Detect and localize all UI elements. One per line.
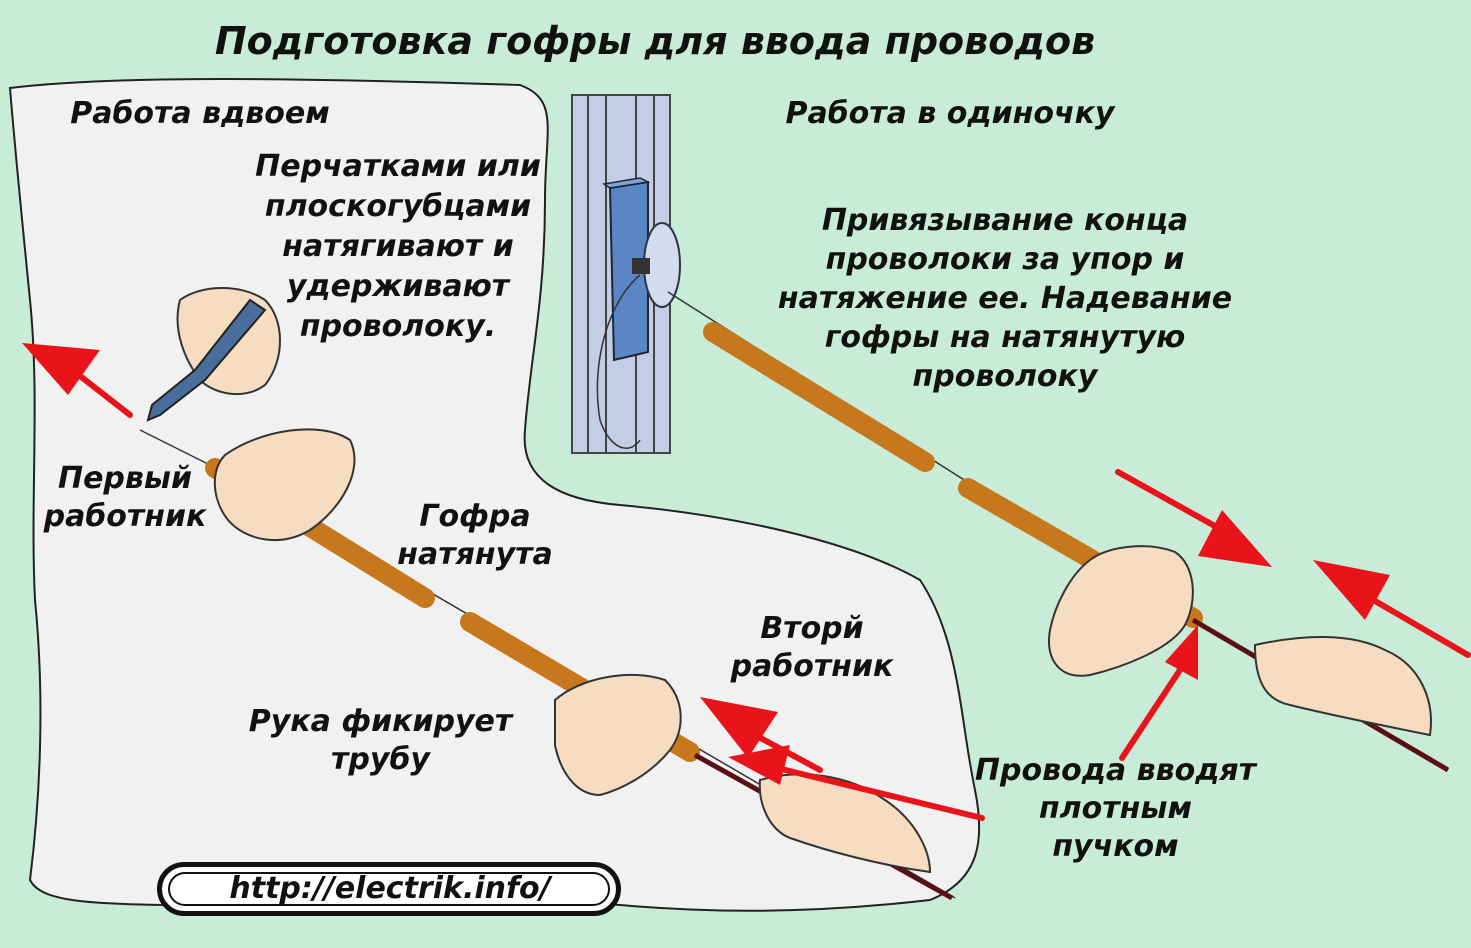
hand-fixes-label: Рука фикирует трубу (228, 703, 533, 779)
url-badge-inner (168, 872, 610, 906)
pliers-note-line: плоскогубцами (264, 189, 532, 224)
right-description: Привязывание конца проволоки за упор и н… (745, 201, 1265, 396)
second-worker-label: Вторй работник (712, 610, 912, 686)
corrugation-tensioned-line: натянута (397, 537, 553, 572)
arrowhead (1165, 625, 1198, 680)
right-description-line: проволоку (912, 359, 1098, 394)
arrow-wires-in-right (1119, 667, 1183, 761)
first-worker-line: работник (43, 499, 207, 534)
hand-fixes-line: Рука фикирует (248, 704, 513, 739)
right-description-line: Привязывание конца (821, 203, 1189, 238)
url-badge (157, 862, 621, 916)
hand-right-feeding-wires (1253, 636, 1432, 737)
wires-note-line: плотным (1038, 791, 1193, 826)
hand-second-worker (554, 673, 682, 797)
left-panel-heading: Работа вдвоем (70, 96, 330, 131)
pull-arrow-left (72, 369, 133, 418)
arrow-wires-in-left (762, 762, 985, 821)
hand-fixes-line: трубу (331, 742, 430, 777)
corrugation-tensioned-label: Гофра натянута (380, 498, 570, 574)
corrugated-pipe-right-1 (703, 322, 935, 472)
arrowhead (1198, 510, 1272, 567)
arrowhead (1313, 560, 1390, 620)
right-description-line: гофры на натянутую (824, 320, 1186, 355)
page-title: Подготовка гофры для ввода проводов (214, 19, 1096, 63)
arrowhead (728, 745, 790, 785)
arrow-push-pipe-right (1115, 469, 1225, 533)
right-description-line: натяжение ее. Надевание (777, 281, 1233, 316)
pliers-note-line: удерживают (286, 269, 510, 304)
second-worker-line: Вторй (760, 611, 864, 646)
wires-note-line: пучком (1052, 829, 1179, 864)
wires-note-line: Провода вводят (974, 753, 1257, 788)
first-worker-line: Первый (57, 461, 193, 496)
left-panel-background (8, 78, 981, 912)
right-description-line: проволоки за упор и (825, 242, 1185, 277)
first-worker-label: Первый работник (25, 460, 225, 536)
hand-first-worker (213, 428, 356, 542)
wall-bracket (596, 177, 681, 449)
right-panel-heading: Работа в одиночку (785, 96, 1115, 131)
arrowhead (700, 697, 778, 758)
pliers (146, 298, 267, 422)
pliers-note-line: Перчатками или (255, 149, 541, 184)
second-worker-line: работник (730, 649, 894, 684)
pliers-note: Перчатками или плоскогубцами натягивают … (228, 147, 568, 347)
pliers-note-line: натягивают и (282, 229, 514, 264)
hand-feeding-wires-left (758, 773, 932, 874)
arrowhead (22, 343, 100, 395)
hand-right-holding-pipe (1048, 545, 1194, 677)
wires-note: Провода вводят плотным пучком (958, 752, 1273, 866)
corrugation-tensioned-line: Гофра (419, 499, 531, 534)
pliers-note-line: проволоку. (299, 309, 497, 344)
footer-url[interactable]: http://electrik.info/ (229, 871, 551, 906)
arrow-feed-right (1367, 595, 1471, 658)
